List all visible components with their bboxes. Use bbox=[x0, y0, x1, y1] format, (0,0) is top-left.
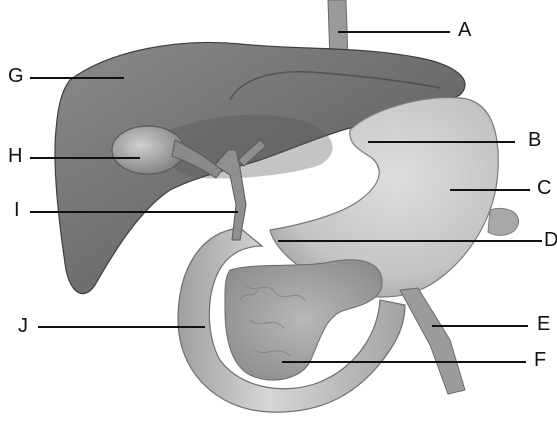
label-G: G bbox=[8, 66, 24, 86]
label-C: C bbox=[537, 178, 551, 198]
label-A: A bbox=[458, 20, 471, 40]
label-B: B bbox=[528, 130, 541, 150]
label-D: D bbox=[544, 230, 557, 250]
label-H: H bbox=[8, 146, 22, 166]
spleen-tip-shape bbox=[488, 208, 519, 235]
label-F: F bbox=[534, 350, 546, 370]
label-E: E bbox=[537, 314, 550, 334]
vessel-shape bbox=[400, 288, 465, 394]
label-I: I bbox=[14, 200, 20, 220]
label-J: J bbox=[18, 316, 28, 336]
